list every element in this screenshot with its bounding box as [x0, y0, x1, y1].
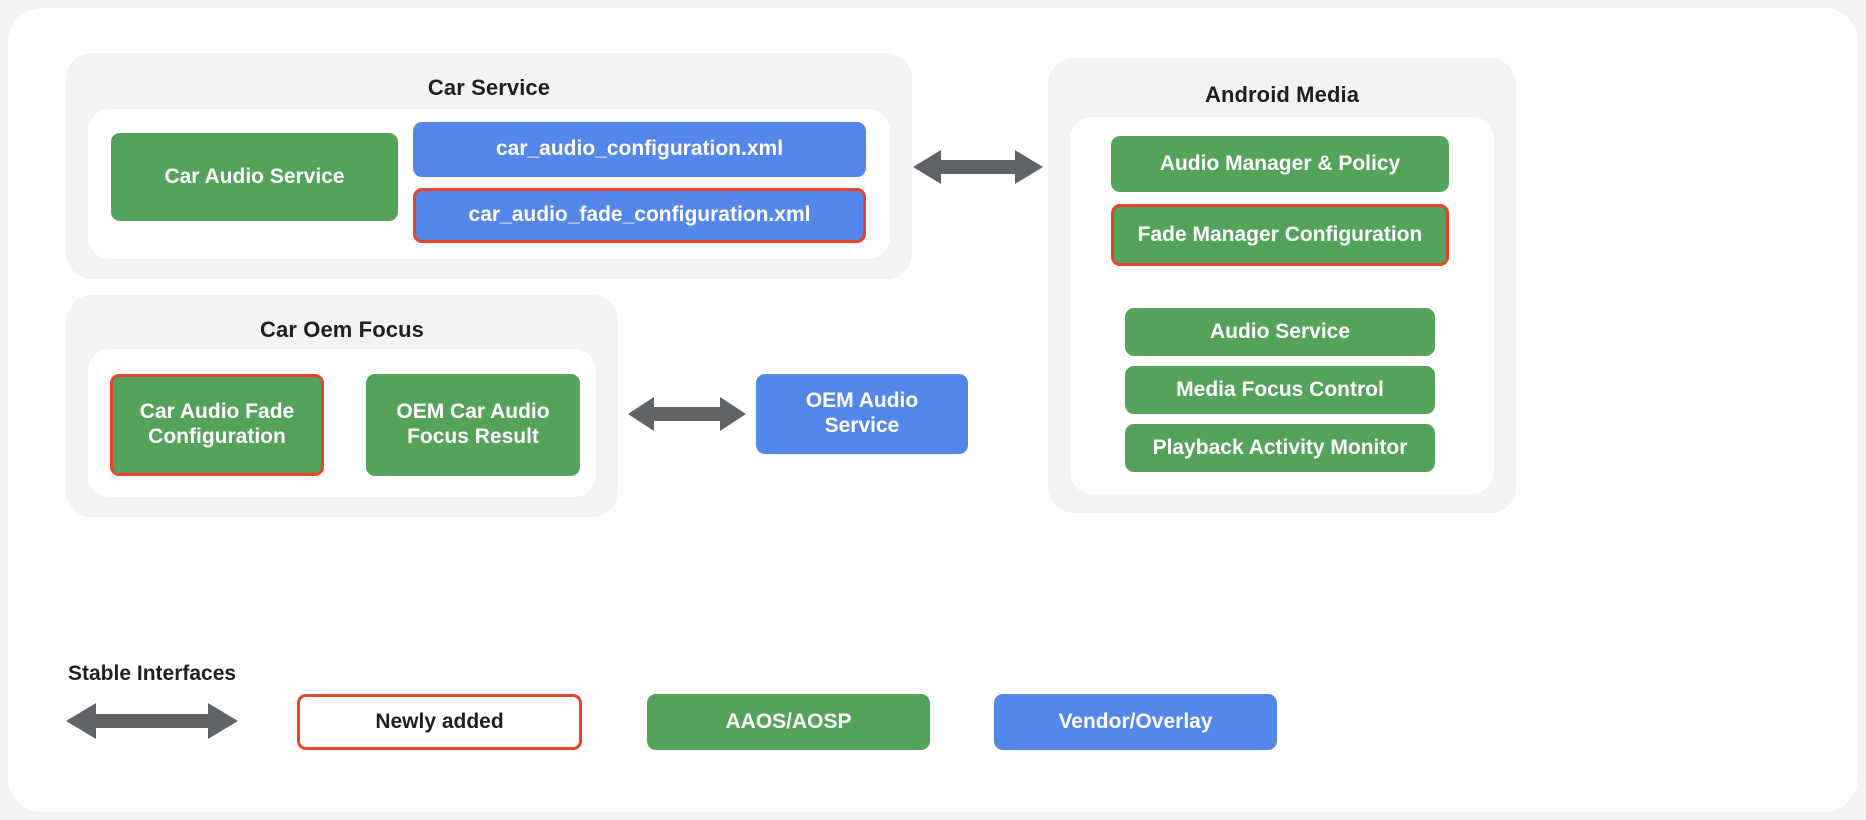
node-fade-manager-configuration[interactable]: Fade Manager Configuration	[1111, 204, 1449, 266]
group-car-oem-focus-title: Car Oem Focus	[260, 317, 424, 342]
arrow-car-oem-focus-to-oem-audio-service	[628, 393, 746, 435]
legend-chip-aaos-aosp[interactable]: AAOS/AOSP	[647, 694, 930, 750]
group-car-oem-focus: Car Oem Focus Car Audio Fade Configurati…	[66, 295, 618, 517]
group-android-media: Android Media Audio Manager & Policy Fad…	[1048, 58, 1516, 513]
group-android-media-title: Android Media	[1204, 82, 1360, 107]
node-playback-activity-monitor[interactable]: Playback Activity Monitor	[1125, 424, 1435, 472]
node-oem-audio-service-line2: Service	[824, 414, 900, 437]
node-oem-audio-service-line1: OEM Audio	[805, 389, 919, 413]
node-audio-service[interactable]: Audio Service	[1125, 308, 1435, 356]
group-car-service-title: Car Service	[427, 75, 551, 100]
node-car-audio-service[interactable]: Car Audio Service	[111, 133, 398, 221]
node-media-focus-control[interactable]: Media Focus Control	[1125, 366, 1435, 414]
legend-stable-interfaces-label: Stable Interfaces	[68, 662, 237, 685]
arrow-car-service-to-android-media	[913, 146, 1043, 188]
node-car-audio-configuration-xml[interactable]: car_audio_configuration.xml	[413, 122, 866, 177]
legend-stable-interfaces-arrow	[66, 700, 238, 742]
node-audio-manager-and-policy[interactable]: Audio Manager & Policy	[1111, 136, 1449, 192]
node-car-audio-fade-configuration[interactable]: Car Audio Fade Configuration	[110, 374, 324, 476]
legend-chip-newly-added[interactable]: Newly added	[297, 694, 582, 750]
diagram-card: Car Service Car Audio Service car_audio_…	[8, 8, 1858, 812]
node-car-audio-fade-configuration-xml[interactable]: car_audio_fade_configuration.xml	[413, 188, 866, 243]
group-car-service: Car Service Car Audio Service car_audio_…	[66, 53, 912, 279]
node-oem-audio-service[interactable]: OEM Audio Service	[756, 374, 968, 454]
legend-chip-vendor-overlay[interactable]: Vendor/Overlay	[994, 694, 1277, 750]
node-oem-car-audio-focus-result[interactable]: OEM Car Audio Focus Result	[366, 374, 580, 476]
